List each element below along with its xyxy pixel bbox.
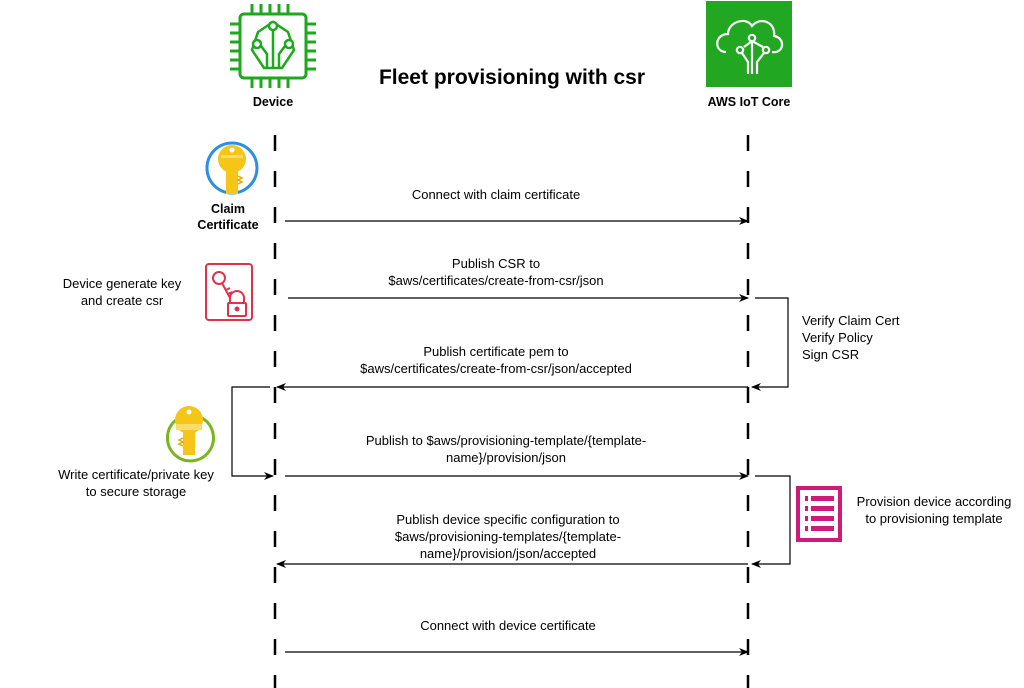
note-line: to secure storage (85, 484, 187, 499)
device-self-loop-write (231, 386, 274, 480)
message-label-6: Connect with device certificate (308, 617, 708, 634)
message-text-line: $aws/certificates/create-from-csr/json/a… (360, 361, 632, 376)
provisioning-template-icon (796, 486, 842, 542)
key-lock-icon (205, 263, 253, 321)
message-label-3: Publish certificate pem to $aws/certific… (296, 343, 696, 377)
message-text-line: $aws/certificates/create-from-csr/json (388, 273, 604, 288)
message-label-1: Connect with claim certificate (296, 186, 696, 203)
cloud-iot-icon (706, 1, 792, 87)
message-text-line: Publish device specific configuration to (396, 512, 620, 527)
message-text-line: name}/provision/json (446, 450, 566, 465)
message-text-line: Publish CSR to (451, 256, 541, 271)
actor-device-label: Device (252, 95, 294, 109)
generate-key-note: Device generate key and create csr (42, 275, 202, 309)
note-line: to provisioning template (865, 511, 1003, 526)
message-label-5: Publish device specific configuration to… (308, 511, 708, 562)
provision-note: Provision device according to provisioni… (844, 493, 1024, 527)
note-line: Sign CSR (802, 347, 860, 362)
iot-self-loop-verify (751, 297, 789, 391)
write-cert-note: Write certificate/private key to secure … (44, 466, 228, 500)
chip-icon (230, 4, 316, 88)
message-text-line: Publish certificate pem to (423, 344, 569, 359)
message-text-line: Publish to $aws/provisioning-template/{t… (365, 433, 647, 448)
message-text-line: $aws/provisioning-templates/{template- (394, 529, 622, 544)
note-line: Provision device according (856, 494, 1012, 509)
claim-certificate-icon (205, 141, 259, 195)
note-line: Verify Claim Cert (802, 313, 900, 328)
message-text-line: name}/provision/json/accepted (419, 546, 597, 561)
claim-label-line: Claim (210, 202, 246, 216)
diagram-title: Fleet provisioning with csr (378, 66, 646, 89)
actor-iot-label: AWS IoT Core (707, 95, 791, 109)
iot-self-loop-provision (751, 475, 791, 568)
note-line: and create csr (80, 293, 164, 308)
note-line: Write certificate/private key (58, 467, 214, 482)
secure-storage-key-icon (165, 406, 215, 463)
message-text-line: Connect with claim certificate (411, 187, 581, 202)
claim-label-line: Certificate (197, 218, 259, 232)
note-line: Verify Policy (802, 330, 873, 345)
note-line: Device generate key (62, 276, 182, 291)
message-label-2: Publish CSR to $aws/certificates/create-… (296, 255, 696, 289)
verify-note: Verify Claim Cert Verify Policy Sign CSR (802, 312, 900, 363)
message-text-line: Connect with device certificate (420, 618, 596, 633)
message-label-4: Publish to $aws/provisioning-template/{t… (296, 432, 716, 466)
claim-certificate-label: Claim Certificate (148, 201, 308, 233)
